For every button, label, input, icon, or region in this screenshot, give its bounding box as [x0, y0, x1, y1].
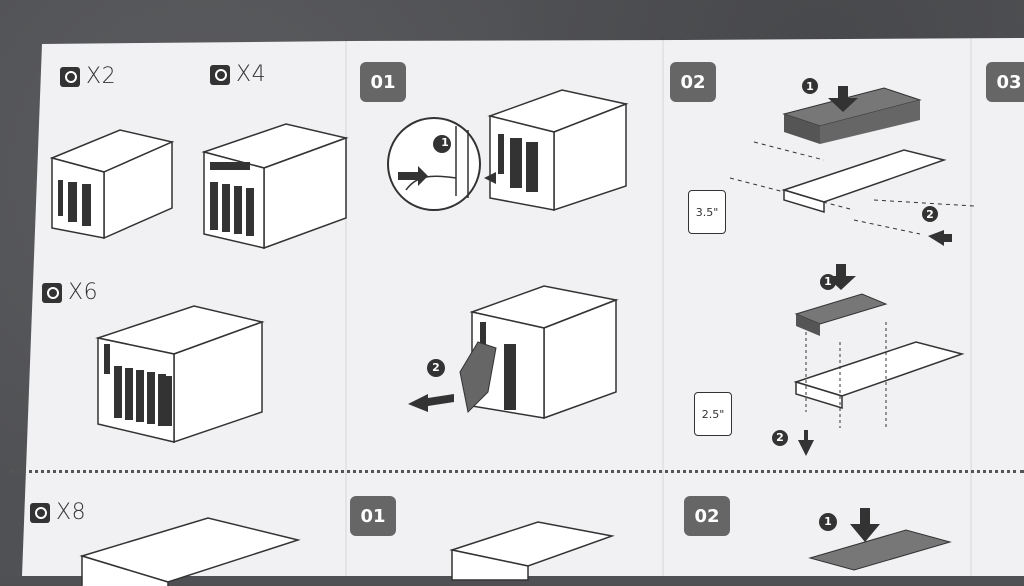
qty-text: X2	[86, 64, 117, 89]
fold-line	[970, 38, 972, 576]
qty-text: X4	[236, 62, 267, 87]
callout-number: 2	[432, 361, 440, 374]
qty-label-x2: X2	[60, 64, 116, 89]
qty-label-x8: X8	[30, 500, 86, 525]
fold-line	[662, 38, 664, 576]
hard-drive-icon	[60, 66, 80, 87]
step-badge: 02	[684, 496, 730, 536]
callout-number: 2	[926, 208, 934, 221]
step-badge: 01	[350, 496, 396, 536]
nas-2bay-illustration	[49, 129, 175, 240]
fold-line	[345, 38, 347, 576]
step-badge: 02	[670, 62, 716, 102]
qty-text: X6	[68, 280, 99, 305]
qty-label-x4: X4	[210, 62, 266, 87]
callout-number: 1	[824, 515, 832, 528]
step-02-bottom-illustration	[808, 508, 952, 571]
callout-number: 1	[824, 275, 832, 288]
drive-size-card: 2.5"	[694, 392, 732, 436]
nas-6bay-illustration	[95, 305, 265, 444]
qty-label-x6: X6	[42, 280, 98, 305]
step-01-bottom-illustration	[449, 521, 615, 581]
qty-text: X8	[56, 500, 87, 525]
nas-4bay-illustration	[201, 123, 349, 250]
step-badge: 03	[986, 62, 1024, 102]
hard-drive-icon	[210, 64, 230, 85]
hard-drive-icon	[30, 502, 50, 523]
hard-drive-icon	[42, 282, 62, 303]
drive-size-card: 3.5"	[688, 190, 726, 234]
step-02-25-drive-illustration	[772, 264, 965, 456]
callout-number: 1	[806, 80, 814, 93]
step-01-pull-illustration	[408, 285, 619, 420]
callout-number: 2	[776, 431, 784, 444]
section-divider	[10, 470, 1024, 473]
step-02-35-drive-illustration	[729, 78, 975, 246]
callout-number: 1	[441, 136, 449, 149]
step-01-press-illustration	[387, 89, 629, 212]
step-badge: 01	[360, 62, 406, 102]
